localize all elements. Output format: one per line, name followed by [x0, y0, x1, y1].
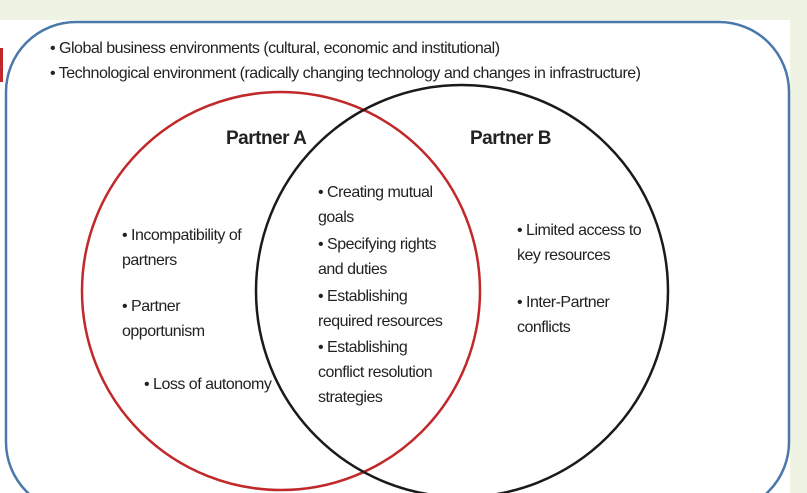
partner-b-item: • Inter-Partner — [517, 294, 610, 311]
partner-b-title: Partner B — [470, 128, 552, 149]
shared-item: goals — [318, 209, 354, 226]
partner-b-item: key resources — [517, 247, 611, 264]
shared-item: required resources — [318, 313, 443, 330]
partner-a-item: opportunism — [122, 323, 205, 340]
partner-a-title: Partner A — [226, 128, 307, 149]
partner-a-circle — [80, 90, 482, 492]
partner-a-item: • Partner — [122, 298, 181, 315]
partner-b-circle — [254, 83, 670, 493]
partner-b-item: conflicts — [517, 319, 571, 336]
shared-item: • Establishing — [318, 288, 408, 305]
partner-a-item: partners — [122, 252, 177, 269]
shared-item: conflict resolution — [318, 364, 433, 381]
shared-item: • Specifying rights — [318, 236, 436, 253]
edge-mark — [0, 48, 3, 82]
shared-item: • Establishing — [318, 339, 408, 356]
partner-a-item: • Loss of autonomy — [144, 376, 272, 393]
partner-a-item: • Incompatibility of — [122, 227, 242, 244]
shared-item: strategies — [318, 389, 383, 406]
partner-b-item: • Limited access to — [517, 222, 642, 239]
shared-item: and duties — [318, 261, 387, 278]
environment-frame — [4, 20, 791, 493]
shared-item: • Creating mutual — [318, 184, 433, 201]
diagram-canvas — [0, 20, 790, 493]
environment-item: • Global business environments (cultural… — [50, 40, 500, 57]
environment-item: • Technological environment (radically c… — [50, 65, 641, 82]
